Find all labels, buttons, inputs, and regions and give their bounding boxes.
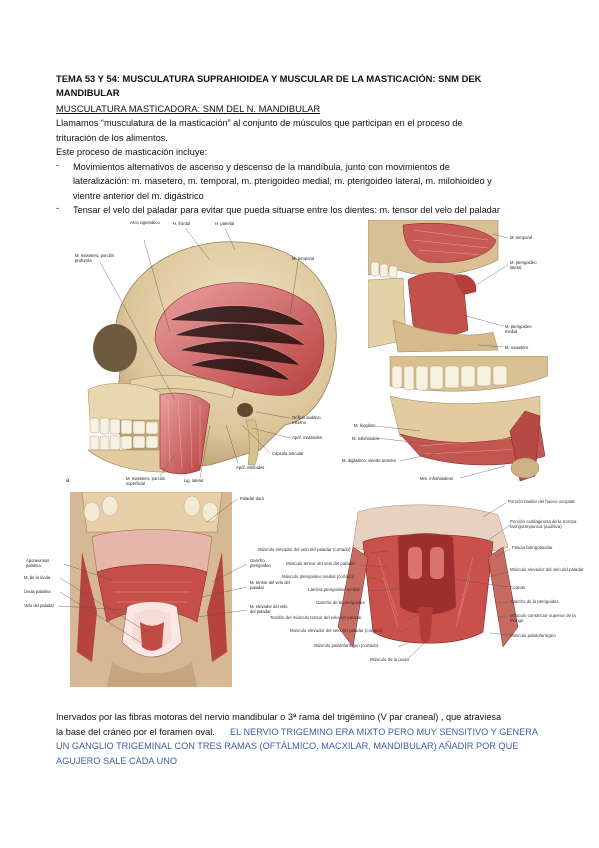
innervation-line-1: Inervados por las fibras motoras del ner… — [56, 712, 502, 722]
label-left-8: Músculo palatofaríngeo (cortado) — [314, 643, 379, 648]
label-right-3: Fascia faringobasilar — [512, 545, 553, 550]
label-left-7: Músculo elevador del velo del paladar (c… — [290, 628, 383, 633]
label-right-1: Porción basilar del hueso occipital — [508, 499, 575, 504]
label-temporal: M. temporal — [292, 256, 315, 261]
label-uvula-palatina: Úvula palatina — [24, 589, 51, 594]
label-gancho-pterigoideo: Gancho pterigoideo — [250, 558, 271, 568]
label-left-4: Lámina pterigoidea medial — [308, 587, 360, 592]
pharynx-illustration — [337, 502, 519, 660]
label-right-4: Músculo elevador del velo del paladar — [510, 567, 584, 572]
bullet-2-line-1: Tensar el velo del paladar para evitar q… — [73, 205, 500, 215]
bullet-1-line-1: Movimientos alternativos de ascenso y de… — [73, 161, 450, 172]
figure-skull-lateral: Arco cigomático H. frontal H. parietal M… — [60, 220, 365, 488]
label-hiogloso: M. hiogloso — [354, 423, 376, 428]
palate-illustration — [22, 492, 302, 687]
label-arco-cigomatico: Arco cigomático — [130, 220, 160, 225]
label-left-3: Músculo pterigoideo medial (cortado) — [282, 574, 355, 579]
label-paladar-duro: Paladar duro — [240, 496, 264, 501]
label-velo-paladar: Velo del paladar — [24, 603, 55, 608]
document-title: TEMA 53 Y 54: MUSCULATURA SUPRAHIOIDEA Y… — [56, 73, 482, 98]
label-left-2: Músculo tensor del velo del paladar — [286, 561, 356, 566]
label-apofisis-estiloides: Apóf. estiloides — [236, 465, 265, 470]
label-left-9: Músculo de la úvula — [370, 657, 409, 662]
pterygoid-illustration — [368, 220, 548, 356]
label-left-5: Gancho de la pterigoides — [316, 600, 365, 605]
label-tensor-velo: M. tensor del velo del paladar — [250, 580, 290, 590]
label-musculo-uvula: M. de la úvula — [24, 575, 51, 580]
label-aponeurosis-palatina: Aponeurosis palatina — [26, 558, 50, 568]
label-left-1: Músculo elevador del velo del paladar (c… — [258, 547, 351, 552]
label-temporal-2: M. temporal — [510, 235, 533, 240]
bullet-1-line-3: vientre anterior del m. digástrico — [73, 190, 204, 201]
label-elevador-velo: M. elevador del velo del paladar — [250, 604, 288, 614]
blue-note-line-3: AGUJERO SALE CADA UNO — [56, 755, 177, 766]
label-masetero-superficial: M. masetero, porción superficial — [126, 476, 166, 486]
label-right-7: Músculo constrictor superior de la farin… — [510, 613, 576, 624]
section-subheading: MUSCULATURA MASTICADORA: SNM DEL N. MAND… — [56, 103, 321, 114]
figure-suprahyoid-muscles: M. hiogloso M. milohioideo M. digástrico… — [340, 356, 548, 488]
label-pterigoideo-lateral: M. pterigoideo lateral — [510, 260, 537, 270]
label-digastrico: M. digástrico, vientre anterior — [342, 458, 396, 463]
label-right-6: Gancho de la pterigoides — [510, 599, 559, 604]
label-left-6: Tendón del músculo tensor del velo del p… — [270, 615, 362, 620]
label-pterigoideo-medial: M. pterigoideo medial — [505, 324, 532, 334]
label-right-2: Porción cartilaginosa de la trompa farin… — [510, 519, 577, 530]
figure-letter: a — [66, 478, 70, 484]
suprahyoid-illustration — [340, 356, 548, 488]
label-masetero-2: M. masetero — [505, 345, 529, 350]
label-hueso-parietal: H. parietal — [215, 221, 235, 226]
label-masetero-profunda: M. masetero, porción profunda — [75, 253, 115, 263]
figure-soft-palate: Paladar duro Aponeurosis palatina M. de … — [22, 492, 302, 687]
bullet-dash: - — [56, 203, 60, 213]
blue-note-line-1: EL NERVIO TRIGEMINO ERA MIXTO PERO MUY S… — [230, 726, 539, 737]
figure-pharynx-posterior: Músculo elevador del velo del paladar (c… — [258, 497, 594, 669]
label-infrahioideos: Mm. infrahioideos — [420, 476, 454, 481]
label-right-8: Músculo palatofaríngeo — [510, 633, 556, 638]
label-capsula-articular: Cápsula articular — [272, 451, 304, 456]
label-right-5: Coanas — [510, 585, 526, 590]
label-hueso-frontal: H. frontal — [173, 221, 190, 226]
intro-line-2: trituración de los alimentos. — [56, 132, 168, 143]
bullet-dash: - — [56, 159, 60, 170]
intro-line-3: Este proceso de masticación incluye: — [56, 147, 208, 157]
label-ligamento-lateral: Lig. lateral — [184, 478, 204, 483]
label-orificio-auditivo: Orificio auditivo externo — [292, 415, 321, 425]
blue-note-line-2: UN GANGLIO TRIGEMINAL CON TRES RAMAS (OF… — [56, 741, 519, 751]
innervation-line-2: la base del cráneo por el foramen oval. — [56, 726, 215, 737]
bullet-1-line-2: lateralización: m. masetero, m. temporal… — [73, 176, 492, 186]
label-milohioideo: M. milohioideo — [352, 436, 379, 441]
label-apofisis-mastoides: Apóf. mastoides — [292, 435, 323, 440]
intro-line-1: Llamamos “musculatura de la masticación”… — [56, 118, 463, 128]
skull-illustration — [87, 227, 337, 479]
figure-pterygoid-muscles: M. temporal M. pterigoideo lateral M. pt… — [368, 220, 548, 356]
